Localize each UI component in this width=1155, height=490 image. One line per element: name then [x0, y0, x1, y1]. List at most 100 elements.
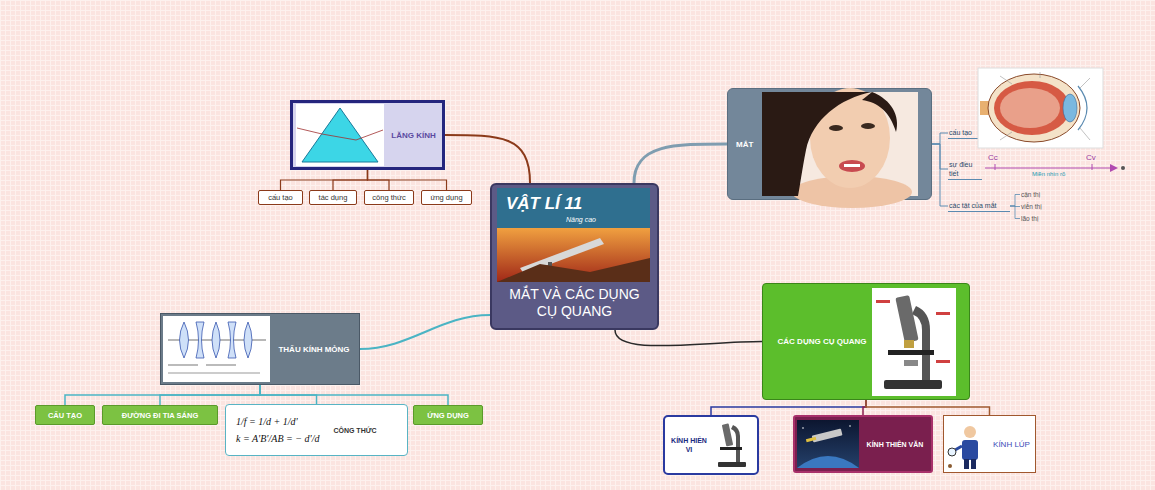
node-text: MẮT VÀ CÁC DỤNG CỤ QUANG: [498, 286, 651, 320]
lens-picture-part: [228, 322, 236, 358]
connector: [932, 133, 948, 144]
node-text: CẤU TẠO: [48, 411, 82, 420]
microscope-picture-part: [904, 360, 918, 366]
lens-picture-part: [206, 364, 236, 366]
node-text: công thức: [372, 193, 405, 202]
small-microscope-picture-part: [731, 425, 740, 462]
lens-picture-part: [212, 322, 220, 358]
connector: [333, 170, 368, 190]
lens-picture-part: [196, 322, 204, 358]
eye-anatomy-part: [1000, 72, 1090, 140]
node-text: CÔNG THỨC: [333, 427, 376, 434]
microscope-picture-part: [936, 312, 950, 315]
node-text: ứng dụng: [430, 193, 462, 202]
leaf-text: lão thị: [1020, 213, 1052, 224]
cover-title: VẬT LÍ 11: [506, 194, 582, 214]
microscope-picture-part: [872, 288, 956, 396]
telescope-picture-part: [849, 425, 851, 427]
face-photo-part: [844, 164, 860, 167]
near-far-point-axis: [985, 164, 1125, 172]
telescope-picture-part: [797, 420, 859, 468]
book-cover-part: [497, 188, 650, 228]
connector: [160, 385, 260, 405]
near-far-point-axis-part: [1121, 166, 1125, 170]
microscope-picture-part: [912, 306, 930, 380]
eye-anatomy-part: [1078, 86, 1087, 130]
lens-picture: [163, 316, 270, 382]
prism-picture-part: [296, 104, 384, 166]
small-microscope-picture-part: [718, 462, 746, 467]
subtopic-box: CẤU TẠO: [35, 405, 95, 425]
node-text: cấu tạo: [949, 129, 972, 136]
subtopic-box: ứng dụng: [421, 190, 472, 205]
small-microscope-picture: [712, 420, 752, 470]
connector: [360, 315, 490, 349]
magnifier-person-picture-part: [955, 446, 962, 450]
subtopic-box: công thức: [364, 190, 414, 205]
magnifier-person-picture-part: [962, 440, 978, 460]
magnifier-person-picture-part: [948, 448, 956, 456]
microscope-picture-part: [888, 350, 934, 355]
range-label: Miền nhìn rõ: [1032, 171, 1065, 177]
cover-subtitle: Nâng cao: [566, 216, 596, 223]
node-text: THẤU KÍNH MỎNG: [278, 345, 349, 354]
microscope-picture-part: [876, 300, 890, 303]
eye-anatomy: [978, 68, 1103, 148]
subtopic-box: KÍNH LÚP: [943, 415, 1036, 473]
connector: [866, 400, 990, 415]
face-photo-part: [861, 123, 875, 129]
microscope-picture-part: [884, 380, 942, 389]
node-text: 1/f = 1/d + 1/d': [236, 416, 319, 427]
telescope-picture-part: [797, 456, 859, 468]
book-cover-part: [497, 258, 650, 282]
point-label: Cc: [988, 153, 998, 162]
near-far-point-axis-part: [1092, 164, 1093, 170]
magnifier-person-picture-part: [971, 459, 976, 469]
formula-box: 1/f = 1/d + 1/d'k = A'B'/AB = − d'/dCÔNG…: [225, 404, 408, 456]
node-text: sự điều tiết: [949, 160, 981, 178]
telescope-picture-part: [802, 427, 804, 429]
face-photo: [762, 88, 918, 208]
book-cover: [497, 188, 650, 282]
connector: [445, 135, 530, 183]
connector: [281, 170, 368, 190]
topic-box: THẤU KÍNH MỎNG: [160, 313, 360, 385]
node-text: ỨNG DỤNG: [427, 411, 469, 420]
lens-picture-part: [180, 322, 189, 358]
lens-picture-part: [168, 372, 260, 374]
node-text: CÁC DỤNG CỤ QUANG: [778, 337, 867, 346]
telescope-picture-part: [812, 428, 843, 442]
subtopic-text: cấu tạo: [948, 127, 982, 139]
node-text: MẮT: [736, 140, 753, 149]
near-far-point-axis-part: [995, 164, 996, 170]
node-text: ĐƯỜNG ĐI TIA SÁNG: [122, 411, 199, 420]
node-text: KÍNH THIÊN VĂN: [867, 441, 924, 448]
face-photo-part: [792, 176, 912, 208]
connector: [1010, 206, 1020, 219]
face-photo-part: [762, 92, 872, 196]
eye-anatomy-part: [988, 74, 1080, 142]
subtopic-text: sự điều tiết: [948, 158, 982, 180]
node-text: cấu tạo: [268, 193, 293, 202]
subtopic-box: KÍNH HIỂN VI: [663, 415, 759, 475]
subtopic-box: tác dụng: [309, 190, 357, 205]
node-text: cận thị: [1021, 191, 1040, 198]
face-photo-part: [862, 92, 897, 132]
node-text: tác dụng: [319, 193, 348, 202]
telescope-picture-part: [806, 437, 816, 442]
connector: [260, 385, 448, 405]
leaf-text: cận thị: [1020, 189, 1052, 200]
face-photo-part: [762, 92, 918, 196]
face-photo-part: [829, 125, 843, 131]
eye-anatomy-part: [1000, 88, 1060, 128]
subtopic-box: ĐƯỜNG ĐI TIA SÁNG: [102, 405, 218, 425]
telescope-picture: [797, 420, 859, 468]
node-text: các tật của mắt: [949, 202, 996, 209]
lens-picture-part: [168, 340, 266, 341]
small-microscope-picture-part: [720, 447, 742, 450]
book-cover-part: [497, 188, 650, 282]
eye-anatomy-part: [994, 81, 1070, 135]
subtopic-box: cấu tạo: [258, 190, 303, 205]
